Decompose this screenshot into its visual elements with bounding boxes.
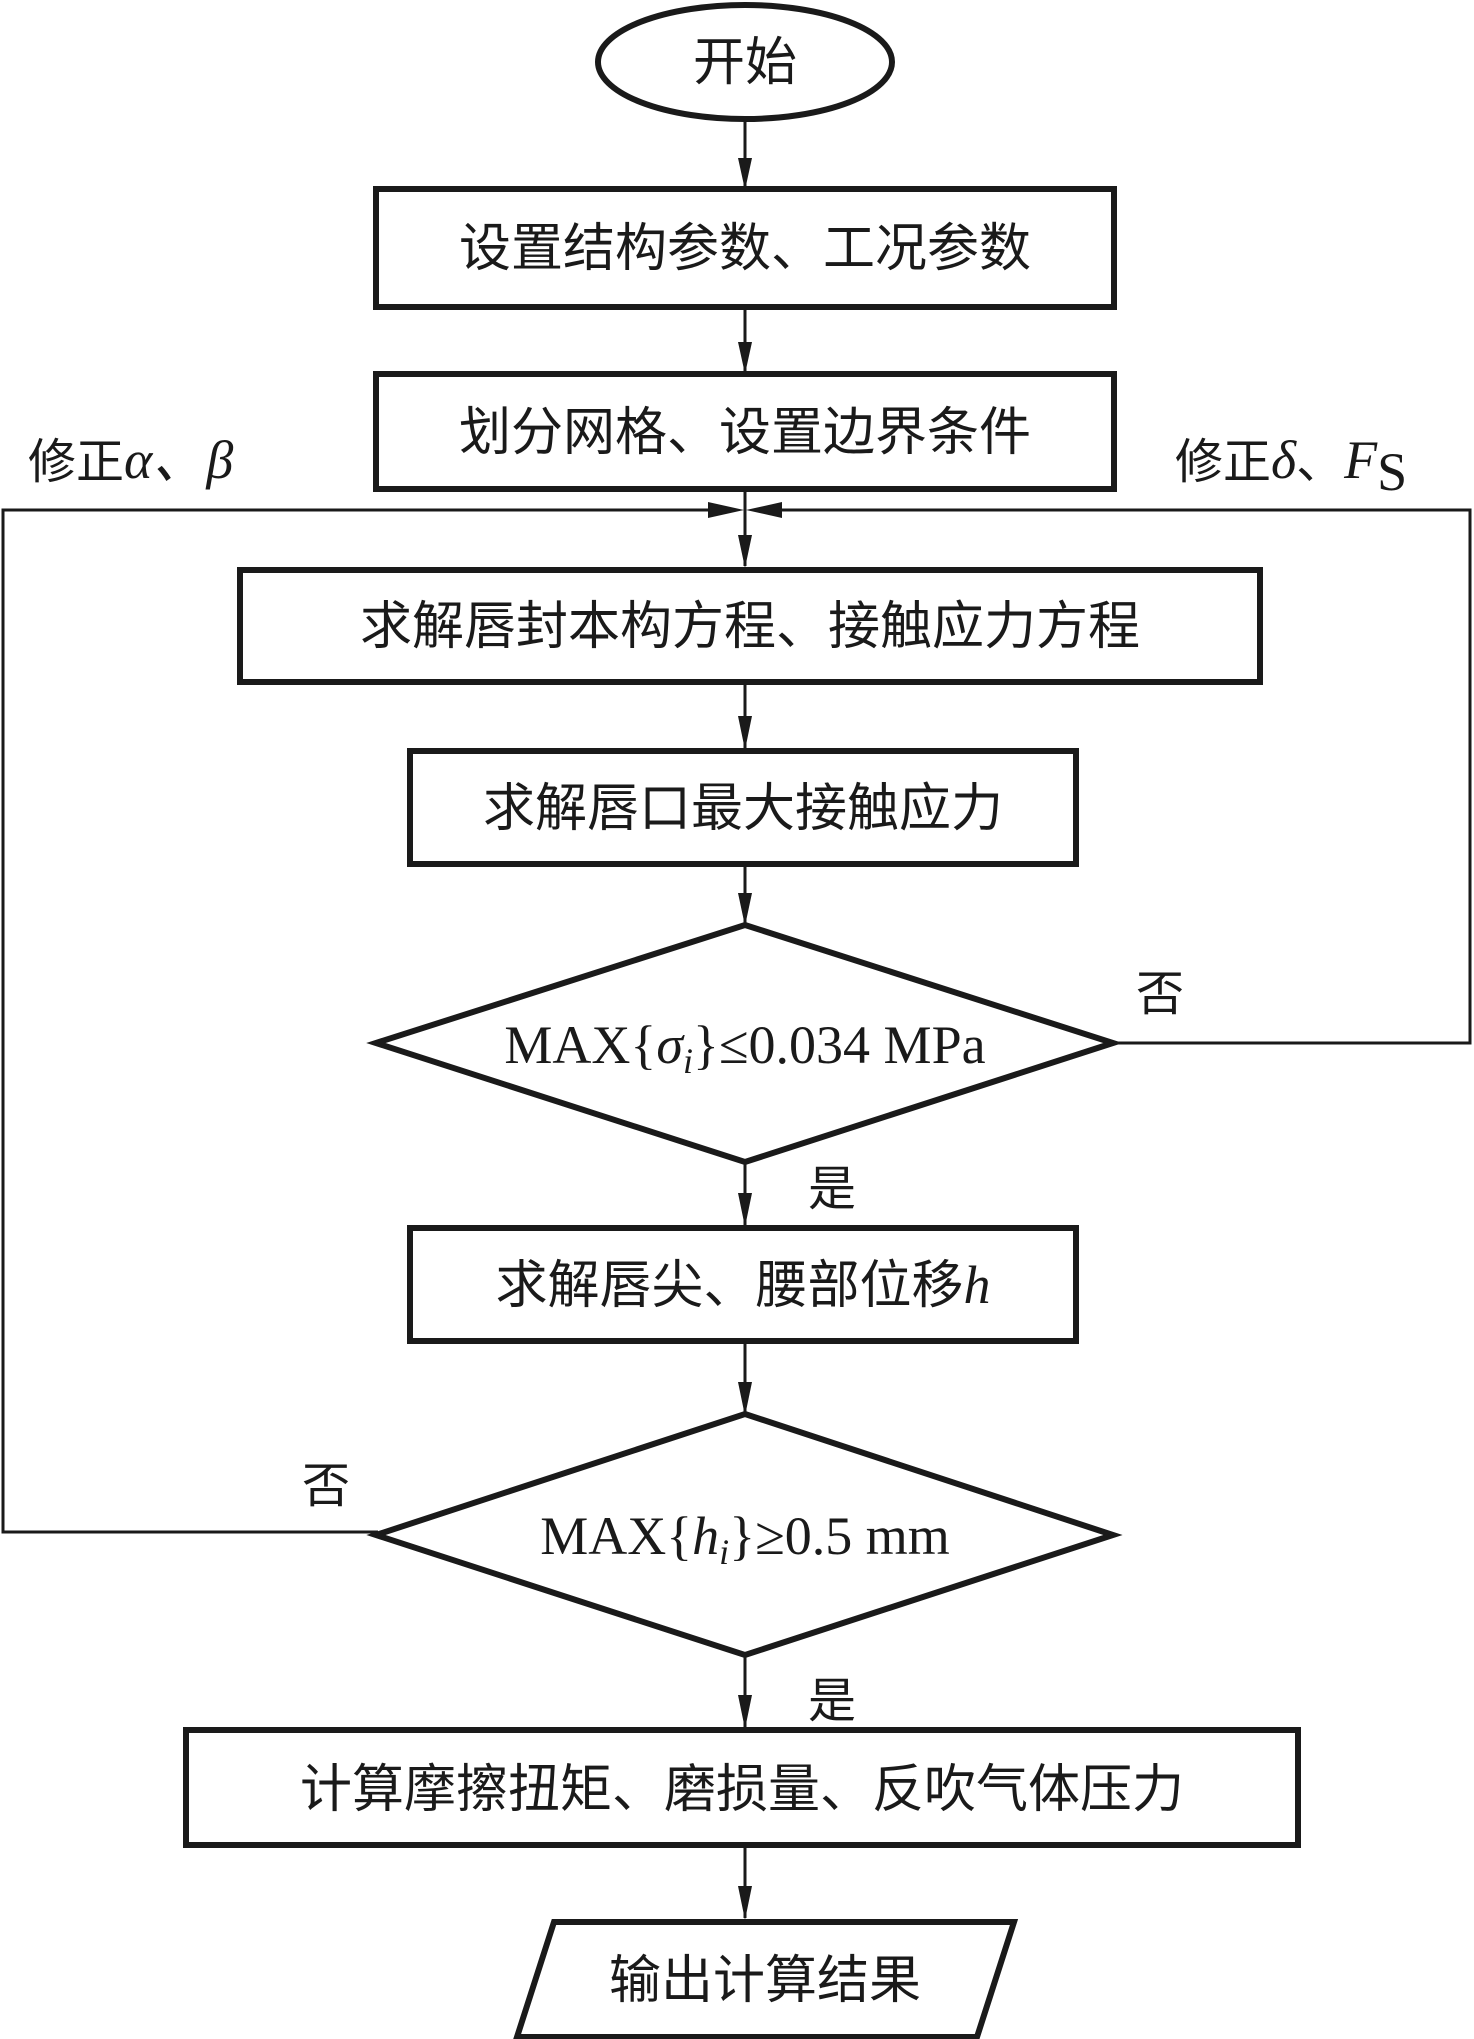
arrowheads [708,158,782,1920]
decision-stress-yes-label: 是 [808,1161,856,1217]
loop-left-prefix: 修正 [28,434,124,490]
step-solve-equations-label: 求解唇封本构方程、接触应力方程 [360,597,1140,657]
step-solve-equations: 求解唇封本构方程、接触应力方程 [237,567,1263,685]
start-label: 开始 [693,33,797,93]
output-node: 输出计算结果 [513,1919,1019,2039]
start-node: 开始 [595,2,895,122]
decision-stress-var: σ [656,1015,685,1075]
decision-displacement-condition: MAX{hi}≥0.5 mm [540,1506,950,1572]
arrowhead-down [738,1695,752,1729]
step-solve-displacement-var: h [964,1255,991,1315]
loop-right-var2: F [1343,430,1378,490]
output-label: 输出计算结果 [609,1951,921,2011]
arrowhead-down [738,535,752,568]
decision-stress-suffix: }≤0.034 MPa [693,1015,986,1075]
decision-stress-prefix: MAX{ [504,1015,656,1075]
decision-stress-condition: MAX{σi}≤0.034 MPa [504,1015,985,1081]
decision-displacement-prefix: MAX{ [540,1506,692,1566]
arrowhead-right [708,502,744,518]
step-set-params-box [373,186,1117,310]
loop-right-prefix: 修正 [1175,434,1271,490]
step-solve-max-stress: 求解唇口最大接触应力 [407,748,1079,867]
step-compute: 计算摩擦扭矩、磨损量、反吹气体压力 [183,1727,1301,1848]
arrowhead-down [738,1382,752,1416]
decision-stress-sub: i [683,1041,693,1081]
step-solve-max-stress-label: 求解唇口最大接触应力 [483,779,1003,839]
step-solve-displacement: 求解唇尖、腰部位移h [407,1225,1079,1344]
step-mesh-box [373,371,1117,492]
loop-right-sep: 、 [1296,434,1344,490]
decision-displacement-sub: i [719,1532,729,1572]
step-set-params: 设置结构参数、工况参数 [373,186,1117,310]
arrowhead-left [746,502,782,518]
step-compute-box [183,1727,1301,1848]
decision-stress-no-label: 否 [1136,966,1184,1022]
arrowhead-down [738,893,752,926]
decision-displacement-suffix: }≥0.5 mm [729,1506,950,1566]
arrowhead-down [738,716,752,750]
step-solve-max-stress-box [407,748,1079,867]
decision-displacement: MAX{hi}≥0.5 mm 否 是 [302,1410,1123,1729]
step-solve-displacement-text: 求解唇尖、腰部位移 [495,1256,963,1316]
decision-stress-diamond [366,921,1123,1166]
step-compute-label: 计算摩擦扭矩、磨损量、反吹气体压力 [300,1760,1184,1820]
loop-right-connector [770,508,1472,1045]
start-ellipse [595,2,895,122]
step-set-params-label: 设置结构参数、工况参数 [459,219,1031,279]
arrowhead-down [738,1886,752,1920]
loop-left-vars: α、β [124,430,233,490]
loop-right-var1: δ [1271,430,1297,490]
decision-displacement-diamond [366,1410,1123,1659]
loop-left-connector [1,508,720,1534]
arrowhead-down [738,158,752,190]
loop-right-var2-sub: S [1377,442,1407,502]
step-solve-displacement-label: 求解唇尖、腰部位移h [495,1255,990,1316]
arrowhead-down [738,1193,752,1227]
loop-right-label: 修正δ、FS [1175,430,1407,502]
step-solve-equations-box [237,567,1263,685]
step-mesh: 划分网格、设置边界条件 [373,371,1117,492]
decision-displacement-var: h [692,1506,719,1566]
output-parallelogram [513,1919,1019,2039]
decision-displacement-yes-label: 是 [808,1673,856,1729]
loop-left-label: 修正α、β [28,430,233,490]
step-mesh-label: 划分网格、设置边界条件 [459,403,1031,463]
step-solve-displacement-box [407,1225,1079,1344]
decision-stress: MAX{σi}≤0.034 MPa 否 是 [366,921,1184,1217]
decision-displacement-no-label: 否 [302,1458,350,1514]
arrowhead-down [738,342,752,374]
